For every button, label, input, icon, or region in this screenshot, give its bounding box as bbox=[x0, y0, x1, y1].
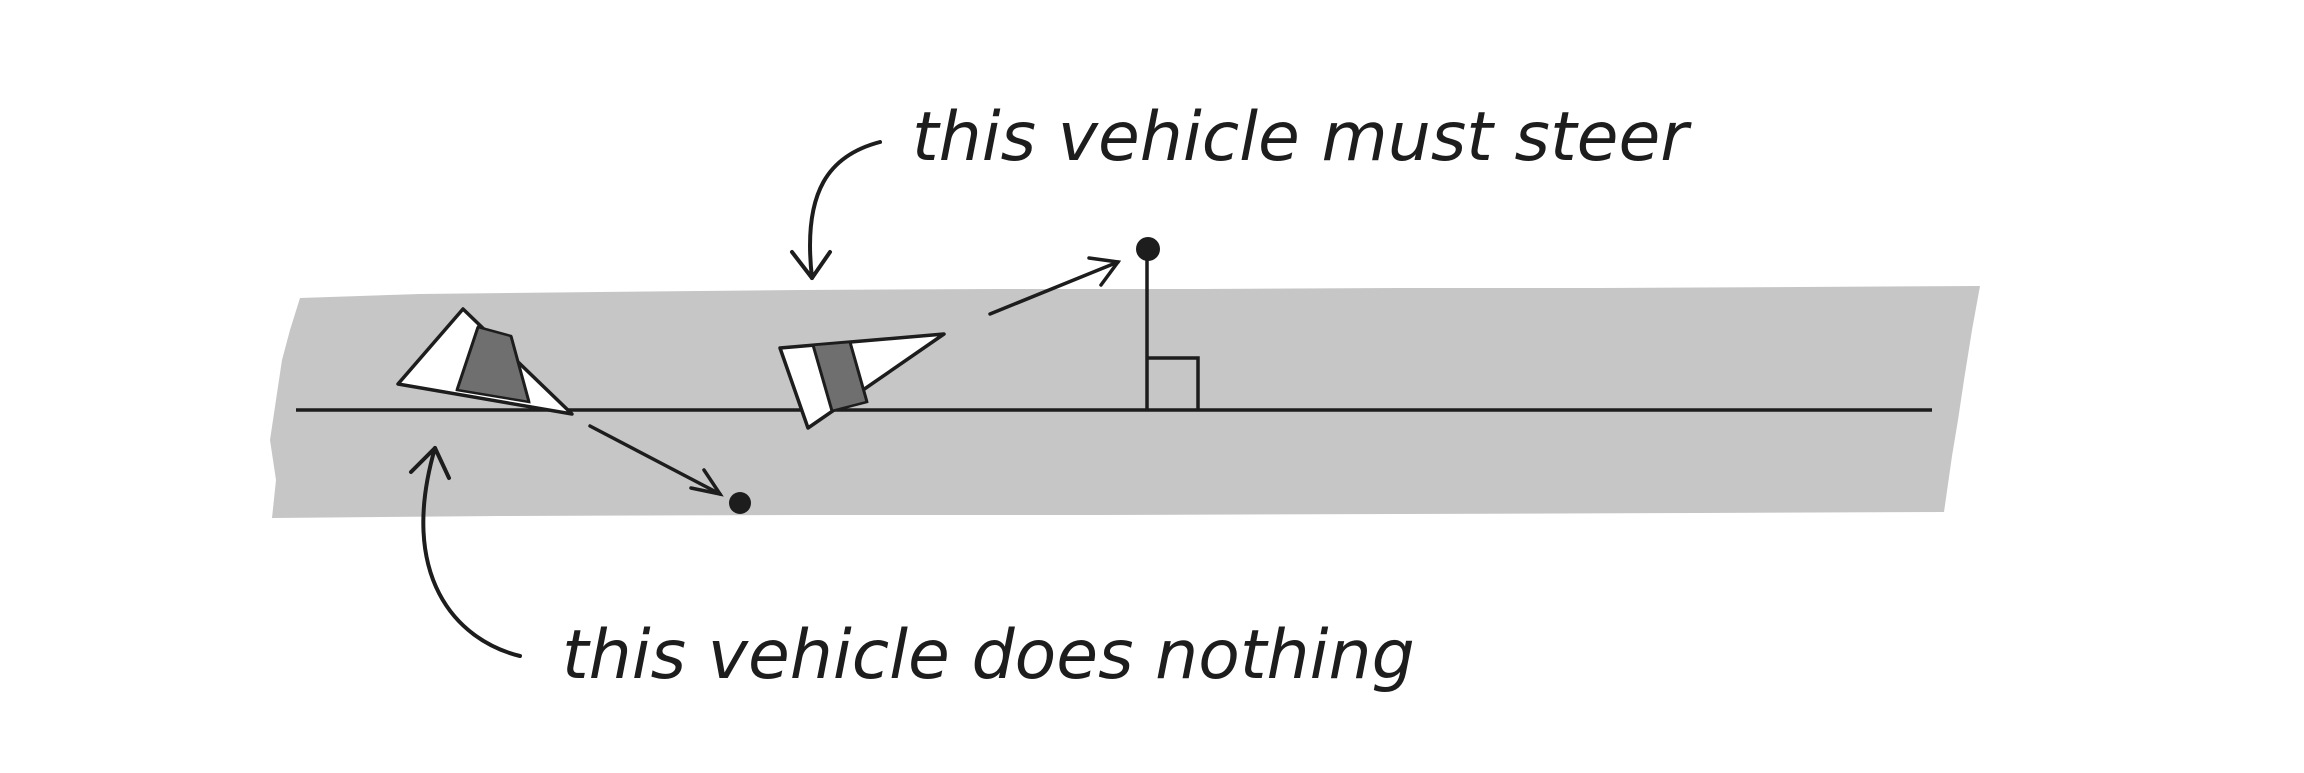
vehicle-right bbox=[778, 332, 946, 430]
vehicle-left-velocity-arrow bbox=[588, 424, 724, 497]
vehicle-right-velocity-arrow bbox=[988, 256, 1122, 316]
bottom-pointer-arrow bbox=[409, 446, 522, 658]
vehicle-right-target-point bbox=[1136, 237, 1160, 261]
vehicle-left bbox=[396, 307, 574, 416]
bottom-annotation-label: this vehicle does nothing bbox=[562, 616, 1415, 695]
top-annotation-label: this vehicle must steer bbox=[912, 98, 1692, 177]
vehicle-left-target-point bbox=[729, 492, 751, 514]
path-band bbox=[270, 286, 1980, 518]
right-angle-marker bbox=[1147, 356, 1200, 410]
top-pointer-arrow bbox=[790, 140, 882, 280]
